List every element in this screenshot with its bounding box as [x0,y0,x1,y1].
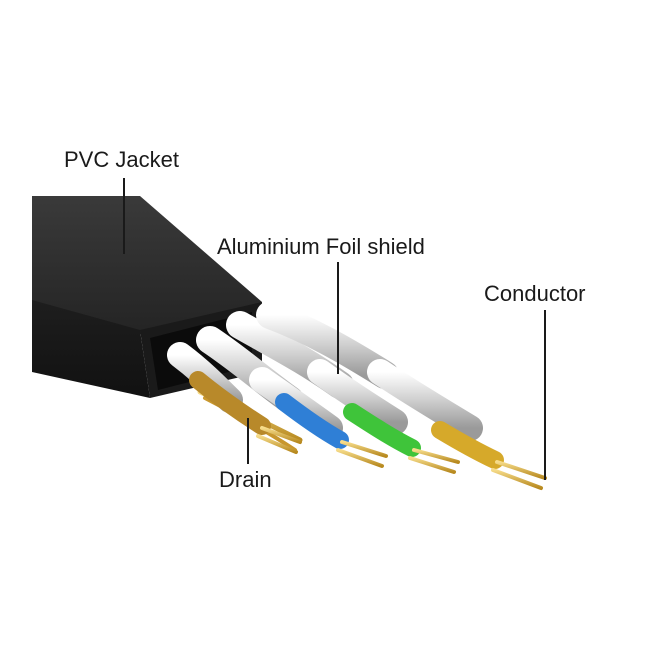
jacket-top-face [32,196,262,334]
twisted-pair-1 [167,342,302,454]
jacket-front-face [32,300,150,398]
twisted-pair-2 [196,326,388,468]
jacket-opening [150,312,252,390]
label-pvc-jacket: PVC Jacket [64,147,179,172]
leader-lines [123,178,546,480]
label-drain: Drain [219,467,272,492]
twisted-pair-4 [256,301,547,490]
twisted-pair-3 [226,311,460,474]
label-conductor: Conductor [484,281,586,306]
label-aluminium-foil-shield: Aluminium Foil shield [217,234,425,259]
